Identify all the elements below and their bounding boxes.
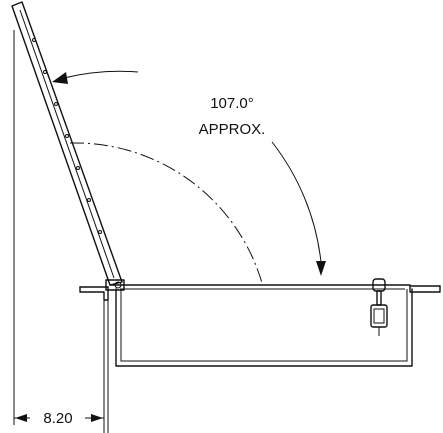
frame-flange — [79, 285, 441, 301]
lid-rivets — [32, 38, 102, 234]
open-lid — [11, 1, 123, 286]
lid-inner-edge — [19, 9, 115, 279]
angle-arrow-left-icon — [52, 72, 68, 84]
offset-dimension — [14, 414, 104, 422]
lid-outline — [11, 1, 123, 286]
hatch-body — [103, 288, 413, 433]
dim-arrow-left-icon — [15, 414, 27, 422]
angle-qualifier: APPROX. — [199, 121, 266, 138]
slam-latch — [370, 278, 388, 336]
dim-arrow-right-icon — [91, 414, 103, 422]
angle-dimension — [52, 70, 326, 276]
angle-value: 107.0° — [210, 95, 254, 112]
angle-arc-left — [63, 70, 139, 79]
angle-arrow-right-icon — [316, 261, 326, 276]
lid-sweep-arc — [69, 142, 263, 284]
offset-value: 8.20 — [43, 410, 72, 427]
angle-arc-right — [271, 141, 322, 263]
